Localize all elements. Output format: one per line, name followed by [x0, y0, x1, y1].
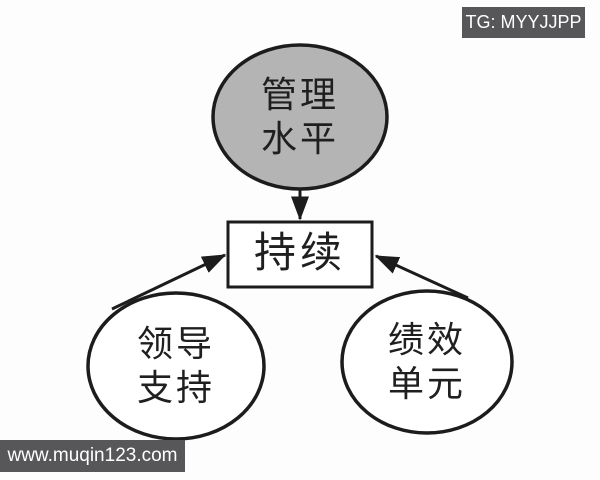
node-leadership-support-ellipse [86, 291, 266, 441]
edge-performance-to-continuous-arrow [374, 254, 469, 300]
edge-leadership-to-continuous-arrow [111, 253, 227, 311]
node-management-level-ellipse [211, 43, 389, 191]
watermark-top-right: TG: MYYJJPP [462, 7, 585, 38]
node-continuous-rect [226, 220, 374, 289]
watermark-top-right-text: TG: MYYJJPP [465, 12, 582, 32]
node-performance-unit-ellipse [340, 289, 514, 435]
watermark-bottom-left: www.muqin123.com [0, 440, 185, 472]
watermark-bottom-left-text: www.muqin123.com [7, 445, 178, 466]
